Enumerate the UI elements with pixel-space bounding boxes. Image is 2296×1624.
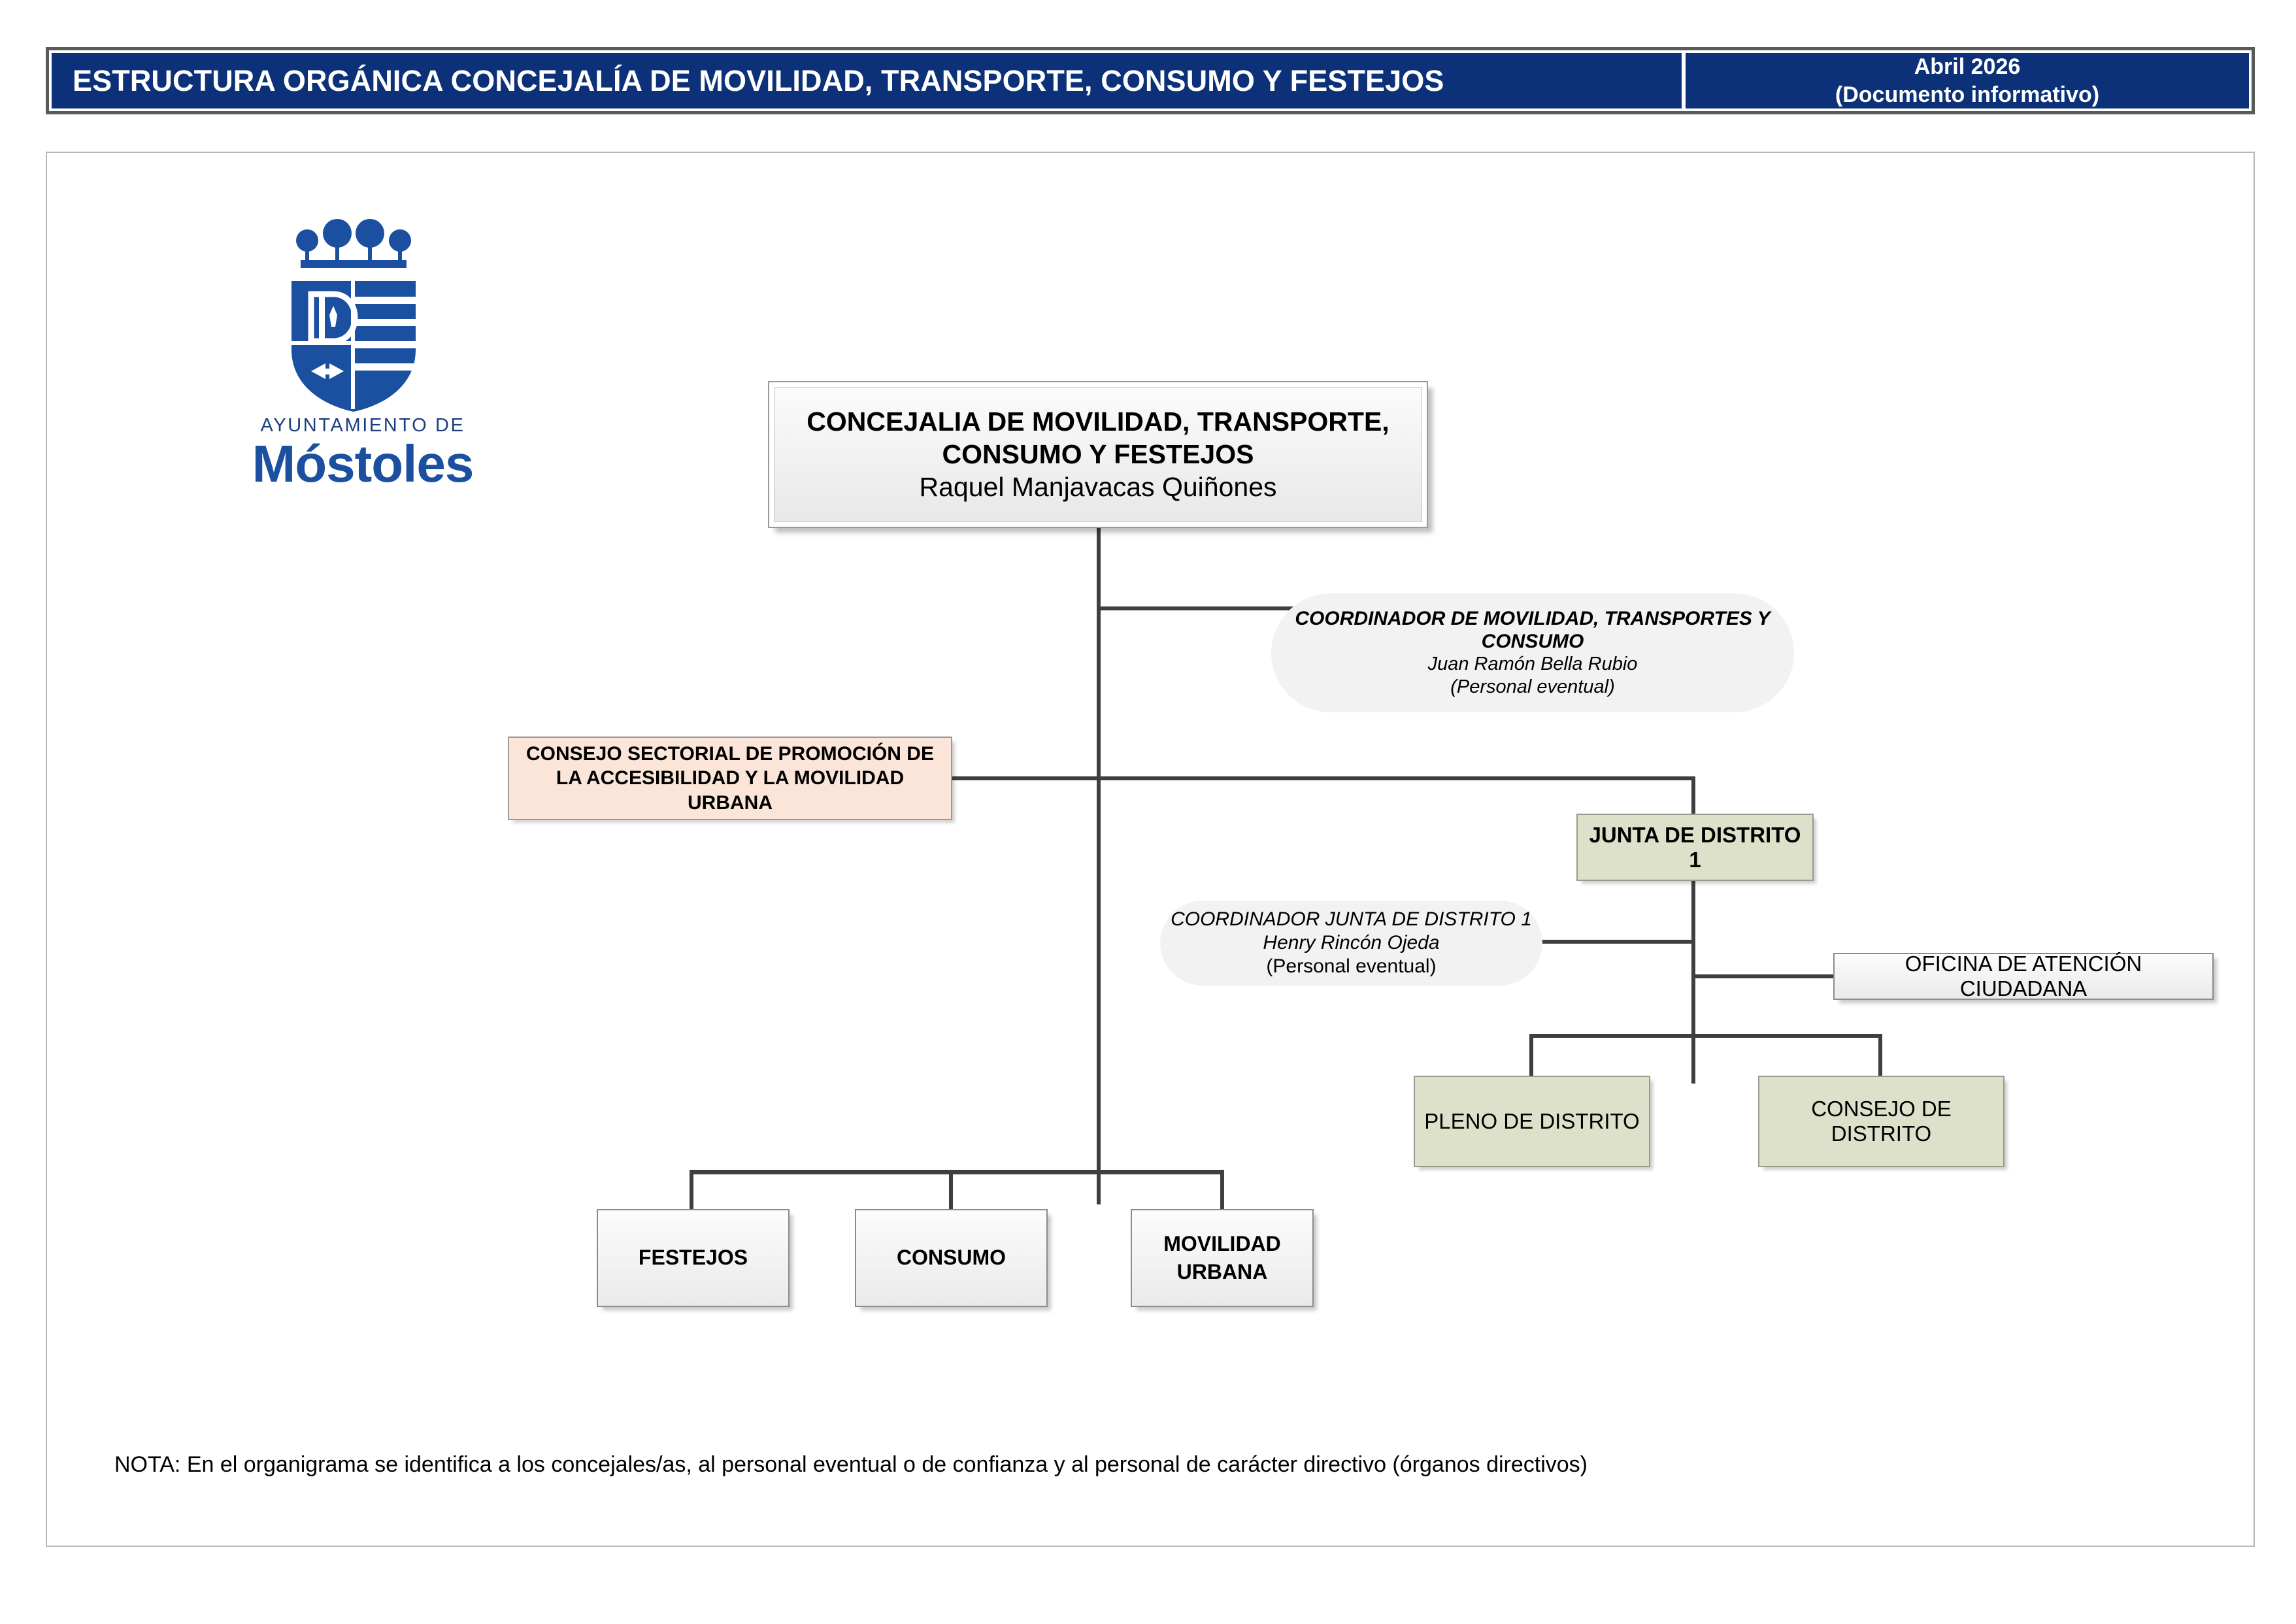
node-coordinador-junta-note: (Personal eventual) [1266,955,1437,977]
node-coordinador-movilidad[interactable]: COORDINADOR DE MOVILIDAD, TRANSPORTES Y … [1271,593,1794,712]
node-coordinador-junta-title: COORDINADOR JUNTA DE DISTRITO 1 [1171,908,1532,930]
connector-to-consejo-sectorial [943,776,1101,780]
node-consejo-sectorial-line3: URBANA [688,791,773,814]
connector-to-oficina-atencion [1691,974,1837,978]
node-coordinador-movilidad-person: Juan Ramón Bella Rubio [1427,653,1638,674]
node-coordinador-movilidad-note: (Personal eventual) [1450,676,1615,698]
logo-line-mostoles: Móstoles [252,435,474,493]
node-consejo-sectorial-content: CONSEJO SECTORIAL DE PROMOCIÓN DE LA ACC… [509,742,951,816]
node-coordinador-junta-person: Henry Rincón Ojeda [1263,932,1440,953]
header-date-line2: (Documento informativo) [1835,82,2100,107]
page-title: ESTRUCTURA ORGÁNICA CONCEJALÍA DE MOVILI… [73,63,1444,97]
connector-to-festejos [690,1170,693,1210]
node-consumo-label: CONSUMO [896,1246,1007,1270]
node-movilidad-urbana-content: MOVILIDAD URBANA [1132,1230,1312,1286]
footer-note: NOTA: En el organigrama se identifica a … [114,1452,1588,1477]
header-band: ESTRUCTURA ORGÁNICA CONCEJALÍA DE MOVILI… [46,47,2255,114]
node-oficina-atencion-ciudadana-label: OFICINA DE ATENCIÓN CIUDADANA [1905,952,2142,1001]
node-consejo-sectorial-line2: LA ACCESIBILIDAD Y LA MOVILIDAD [556,767,905,789]
node-concejalia[interactable]: CONCEJALIA DE MOVILIDAD, TRANSPORTE, CON… [768,381,1428,528]
connector-areas-bar [690,1170,1224,1174]
node-consejo-de-distrito-label: CONSEJO DE DISTRITO [1811,1097,1952,1146]
header-date-cell: Abril 2026 (Documento informativo) [1686,53,2249,108]
logo-line-ayuntamiento: AYUNTAMIENTO DE [260,415,465,436]
node-junta-distrito-1[interactable]: JUNTA DE DISTRITO 1 [1576,814,1814,881]
node-festejos[interactable]: FESTEJOS [597,1209,790,1307]
node-coordinador-junta-content: COORDINADOR JUNTA DE DISTRITO 1 Henry Ri… [1160,908,1542,978]
header-title-cell: ESTRUCTURA ORGÁNICA CONCEJALÍA DE MOVILI… [52,53,1682,108]
connector-to-coordinador-junta [1537,940,1695,944]
header-date-line1: Abril 2026 [1914,54,2021,79]
node-festejos-label: FESTEJOS [638,1246,748,1270]
node-pleno-de-distrito-label: PLENO DE DISTRITO [1424,1109,1640,1133]
node-junta-distrito-1-label: JUNTA DE DISTRITO 1 [1589,822,1801,872]
node-coordinador-junta-distrito-1[interactable]: COORDINADOR JUNTA DE DISTRITO 1 Henry Ri… [1160,901,1542,986]
mostoles-logo: AYUNTAMIENTO DE Móstoles [235,216,490,497]
node-coordinador-movilidad-content: COORDINADOR DE MOVILIDAD, TRANSPORTES Y … [1271,607,1794,699]
node-coordinador-movilidad-title-line1: COORDINADOR DE MOVILIDAD, TRANSPORTES Y [1295,607,1771,629]
connector-to-consumo [949,1170,953,1210]
connector-to-consejo-distrito [1878,1034,1882,1077]
node-consejo-sectorial-line1: CONSEJO SECTORIAL DE PROMOCIÓN DE [526,742,934,765]
node-movilidad-urbana[interactable]: MOVILIDAD URBANA [1131,1209,1314,1307]
connector-to-movilidad-urbana [1220,1170,1224,1210]
node-pleno-de-distrito[interactable]: PLENO DE DISTRITO [1414,1076,1650,1167]
connector-to-pleno-distrito [1529,1034,1533,1077]
node-movilidad-urbana-label-line1: MOVILIDAD [1163,1231,1281,1255]
node-consejo-sectorial[interactable]: CONSEJO SECTORIAL DE PROMOCIÓN DE LA ACC… [508,737,952,820]
header-date: Abril 2026 (Documento informativo) [1686,53,2249,108]
node-oficina-atencion-ciudadana[interactable]: OFICINA DE ATENCIÓN CIUDADANA [1833,952,2214,1001]
connector-to-junta-distrito [1691,776,1695,816]
node-movilidad-urbana-label-line2: URBANA [1176,1260,1268,1284]
node-coordinador-movilidad-title-line2: CONSUMO [1481,630,1584,652]
connector-level-bar-right [1097,776,1695,780]
node-concejalia-title-line1: CONCEJALIA DE MOVILIDAD, TRANSPORTE, [807,406,1389,437]
connector-junta-spine [1691,881,1695,1084]
node-concejalia-title-line2: CONSUMO Y FESTEJOS [942,439,1254,469]
mostoles-coat-of-arms-icon [291,219,416,412]
connector-junta-children-bar [1529,1034,1882,1038]
node-concejalia-person: Raquel Manjavacas Quiñones [919,471,1277,502]
node-consumo[interactable]: CONSUMO [855,1209,1048,1307]
node-concejalia-content: CONCEJALIA DE MOVILIDAD, TRANSPORTE, CON… [774,387,1422,522]
connector-main-trunk [1097,528,1101,1204]
node-consejo-de-distrito[interactable]: CONSEJO DE DISTRITO [1758,1076,2005,1167]
